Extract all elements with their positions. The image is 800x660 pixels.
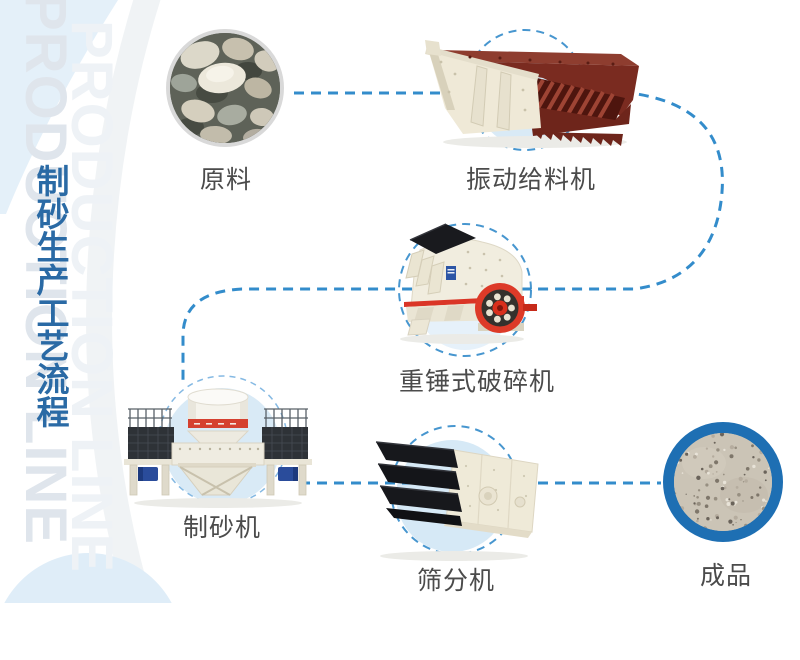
finished-product-label: 成品 [699, 562, 753, 590]
corner-wedge-shape [0, 0, 118, 214]
swoosh-curve [86, 0, 161, 603]
watermark-text: PRODUCTION LINE [13, 0, 78, 546]
sand-maker-image [124, 388, 312, 508]
raw-material-photo [166, 29, 284, 147]
sand-maker-illustration [122, 383, 314, 509]
screening-machine-illustration [368, 438, 548, 564]
screening-machine-label: 筛分机 [416, 567, 496, 595]
sand-maker-label: 制砂机 [182, 514, 262, 542]
sand-texture-image [674, 433, 772, 531]
vibrating-feeder-illustration [425, 30, 640, 150]
screening-machine-image [375, 441, 539, 561]
sidebar-title: 制砂生产工艺流程 [32, 164, 69, 428]
watermark-text-shadow: PRODUCTION LINE [59, 20, 124, 574]
bottom-blob-shape [4, 553, 172, 603]
hammer-crusher-illustration [390, 220, 540, 346]
rocks-image [170, 33, 280, 143]
vibrating-feeder-image [425, 40, 639, 148]
hammer-crusher-label: 重锤式破碎机 [398, 368, 556, 396]
raw-material-label: 原料 [199, 166, 253, 194]
hammer-crusher-image [400, 223, 537, 344]
flow-connector-paths [181, 90, 724, 485]
finished-product-photo [663, 422, 783, 542]
process-flow-diagram: PRODUCTION LINE PRODUCTION LINE 制砂生产工艺流程 [0, 0, 783, 603]
vibrating-feeder-label: 振动给料机 [465, 166, 597, 194]
connector-feeder-to-sandmaker [181, 90, 724, 380]
